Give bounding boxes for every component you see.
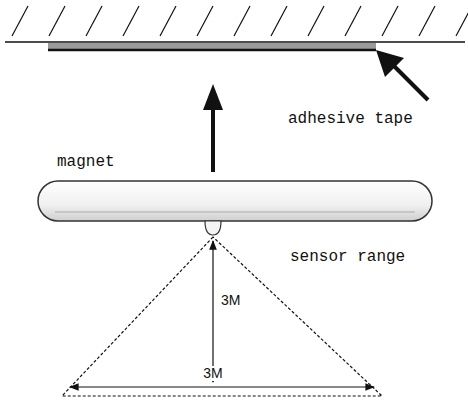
hatch-stroke: [86, 6, 102, 36]
hatch-stroke: [123, 6, 139, 36]
hatch-stroke: [345, 6, 361, 36]
ceiling-hatch: [12, 6, 468, 36]
tape-edge: [48, 49, 376, 52]
hatch-stroke: [271, 6, 287, 36]
ceiling-line: [5, 41, 465, 43]
width-dimension: [70, 386, 374, 387]
dimension-label: 3M: [219, 293, 242, 308]
mount-arrow-head: [203, 84, 223, 110]
dimension-label: 3M: [201, 366, 224, 381]
part-label: sensor range: [290, 249, 405, 267]
hatch-stroke: [234, 6, 250, 36]
hatch-stroke: [308, 6, 324, 36]
part-label: magnet: [57, 154, 115, 172]
adhesive-tape: [48, 43, 376, 49]
hatch-stroke: [160, 6, 176, 36]
hatch-stroke: [49, 6, 65, 36]
hatch-stroke: [419, 6, 435, 36]
hatch-stroke: [197, 6, 213, 36]
hatch-stroke: [12, 6, 28, 36]
hatch-stroke: [456, 6, 468, 36]
part-label: adhesive tape: [288, 111, 413, 129]
pir-sensor: [205, 221, 221, 235]
tape-pointer-head: [376, 50, 404, 77]
light-bar-seam: [55, 212, 415, 213]
hatch-stroke: [382, 6, 398, 36]
light-bar: [38, 181, 432, 221]
height-dimension: [212, 241, 213, 382]
tape-pointer: [392, 64, 428, 100]
mount-arrow: [211, 108, 215, 172]
